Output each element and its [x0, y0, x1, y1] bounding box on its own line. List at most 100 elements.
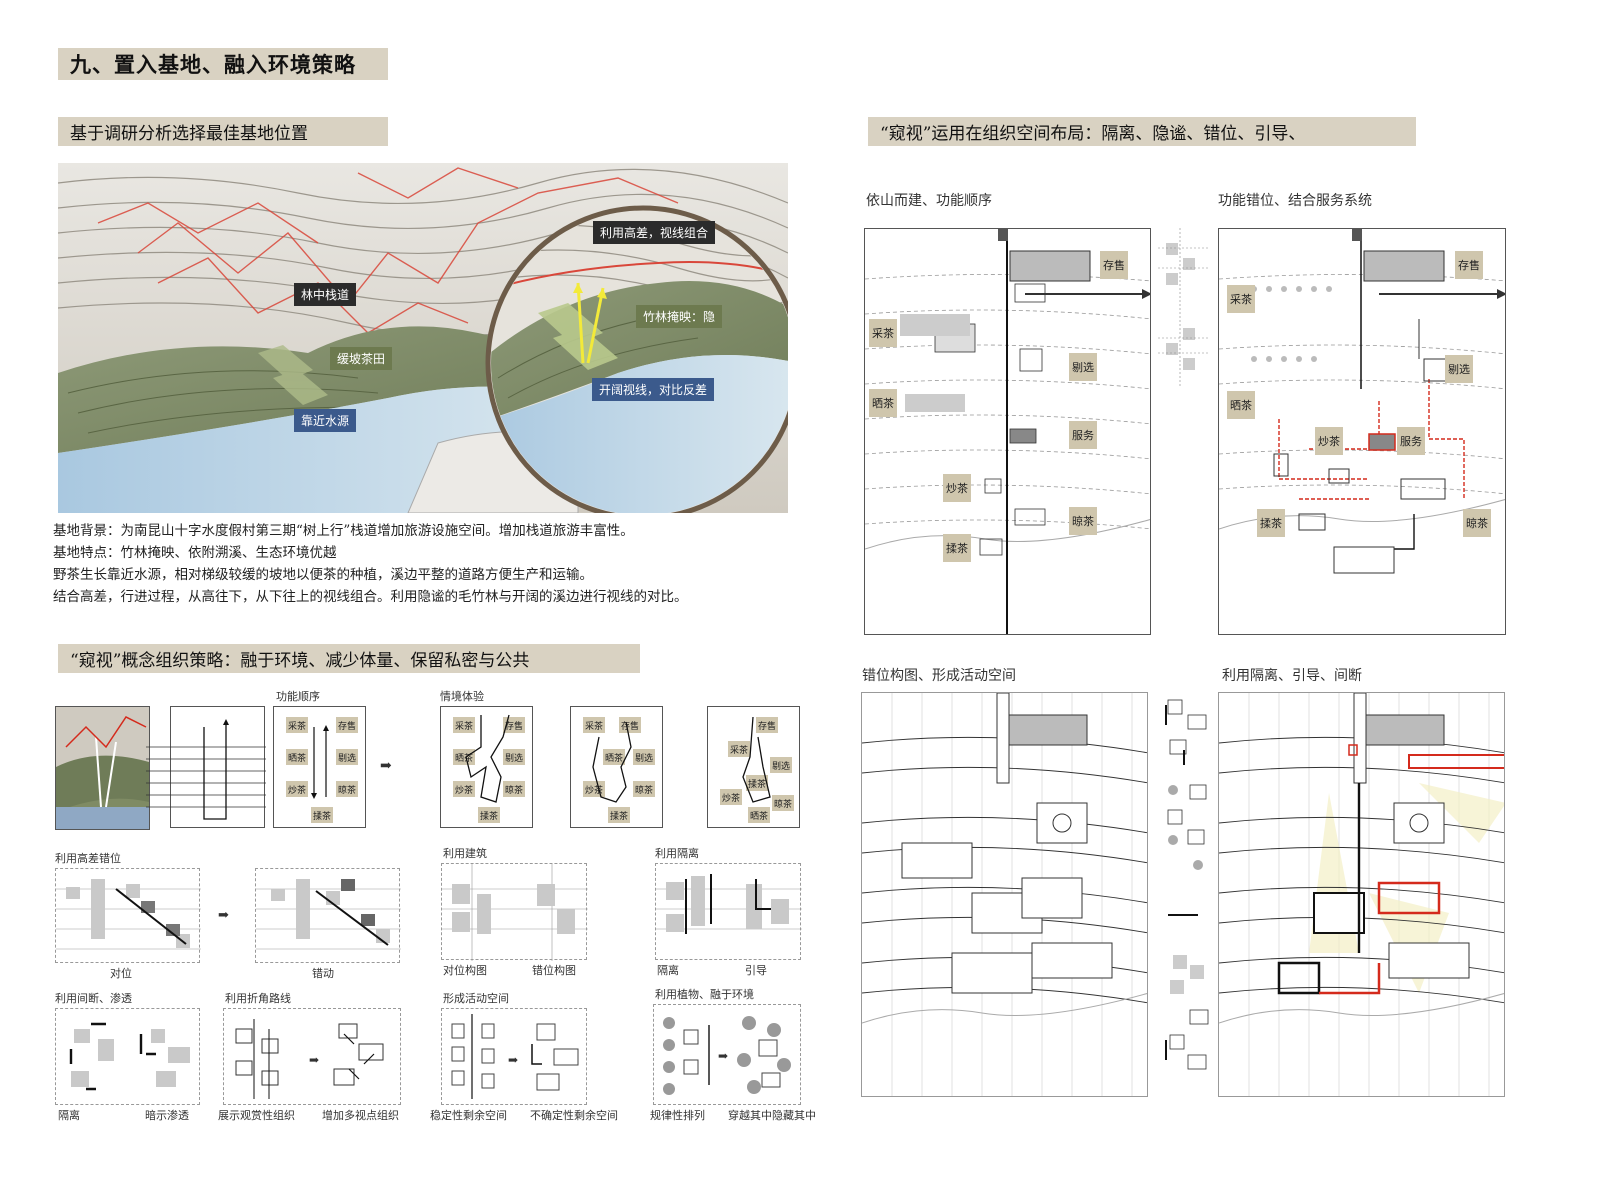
callout-forest-path: 林中栈道	[294, 283, 357, 306]
callout-height-view: 利用高差，视线组合	[593, 221, 716, 244]
fold-label-b: 增加多视点组织	[322, 1109, 399, 1122]
strategy-building-label: 利用建筑	[443, 847, 487, 860]
func-tag: 晒茶	[286, 749, 308, 765]
plan3-diagram	[861, 692, 1148, 1097]
func-tag: 揉茶	[608, 807, 630, 823]
plan1-title: 依山而建、功能顺序	[866, 193, 992, 209]
func-order-label: 功能顺序	[276, 690, 320, 703]
plan2-tag: 采茶	[1227, 285, 1255, 313]
func-tag: 采茶	[583, 717, 605, 733]
concept-lines-box	[146, 706, 266, 828]
building-label-b: 错位构图	[532, 964, 576, 977]
scene-box-3: 存售 采茶 剔选 揉茶 炒茶 晾茶 晒茶	[707, 706, 800, 828]
view-combination-text: 结合高差，行进过程，从高往下，从下往上的视线组合。利用隐谧的毛竹林与开阔的溪边进…	[53, 589, 688, 605]
isolate-label-b: 引导	[745, 964, 767, 977]
func-tag: 采茶	[286, 717, 308, 733]
scene-label: 情境体验	[440, 690, 484, 703]
func-tag: 存售	[619, 717, 641, 733]
height-label-a: 对位	[110, 967, 132, 980]
site-background-text: 基地背景：为南昆山十字水度假村第三期“树上行”栈道增加旅游设施空间。增加栈道旅游…	[53, 523, 634, 539]
func-tag: 揉茶	[478, 807, 500, 823]
func-tag: 晒茶	[748, 807, 770, 823]
func-tag: 剔选	[336, 749, 358, 765]
scene-box-2: 采茶 存售 晒茶 剔选 炒茶 晾茶 揉茶	[570, 706, 663, 828]
plan1-tag: 服务	[1069, 421, 1097, 449]
height-label-b: 错动	[312, 967, 334, 980]
isolate-label-a: 隔离	[657, 964, 679, 977]
func-tag: 晒茶	[603, 749, 625, 765]
func-tag: 晾茶	[633, 781, 655, 797]
gap-label-a: 隔离	[58, 1109, 80, 1122]
arrow-right-icon: ➡	[380, 758, 392, 774]
func-tag: 剔选	[770, 757, 792, 773]
plan4-diagram	[1218, 692, 1505, 1097]
plan2-tag: 揉茶	[1257, 509, 1285, 537]
gap-diagram	[55, 1008, 200, 1105]
activity-label-b: 不确定性剩余空间	[530, 1109, 618, 1122]
strategy-plant-label: 利用植物、融于环境	[655, 988, 754, 1001]
plan3-title: 错位构图、形成活动空间	[862, 668, 1016, 684]
plant-label-b: 穿越其中隐藏其中	[728, 1109, 816, 1122]
func-tag: 存售	[503, 717, 525, 733]
tea-growth-text: 野茶生长靠近水源，相对梯级较缓的坡地以便茶的种植，溪边平整的道路方便生产和运输。	[53, 567, 593, 583]
right-section-title: “窥视”运用在组织空间布局：隔离、隐谧、错位、引导、	[868, 117, 1416, 146]
section1-title: 基于调研分析选择最佳基地位置	[58, 117, 388, 146]
plant-label-a: 规律性排列	[650, 1109, 705, 1122]
plan2-title: 功能错位、结合服务系统	[1218, 193, 1372, 209]
plan1-tag: 晾茶	[1069, 507, 1097, 535]
func-tag: 炒茶	[720, 789, 742, 805]
plan1-tag: 晒茶	[869, 389, 897, 417]
plan2-diagram: 存售 采茶 剔选 晒茶 炒茶 服务 揉茶 晾茶	[1218, 228, 1506, 635]
func-tag: 晾茶	[503, 781, 525, 797]
callout-slope-tea: 缓坡茶田	[330, 347, 393, 370]
isolate-diagram	[655, 863, 802, 960]
building-label-a: 对位构图	[443, 964, 487, 977]
section2-title: “窥视”概念组织策略：融于环境、减少体量、保留私密与公共	[58, 644, 640, 673]
func-tag: 炒茶	[286, 781, 308, 797]
site-model-photo: 利用高差，视线组合 林中栈道 竹林掩映：隐 缓坡茶田 开阔视线，对比反差 靠近水…	[58, 163, 788, 513]
func-tag: 晒茶	[453, 749, 475, 765]
plan1-tag: 剔选	[1069, 353, 1097, 381]
plan2-tag: 存售	[1455, 251, 1483, 279]
plan1-tag: 存售	[1100, 251, 1128, 279]
strategy-isolate-label: 利用隔离	[655, 847, 699, 860]
func-tag: 存售	[756, 717, 778, 733]
func-tag: 剔选	[633, 749, 655, 765]
func-order-box: 采茶 存售 晒茶 剔选 炒茶 晾茶 揉茶	[273, 706, 366, 828]
func-tag: 存售	[336, 717, 358, 733]
plan-mid-diagram-1	[1158, 228, 1210, 388]
callout-open-view: 开阔视线，对比反差	[592, 378, 715, 401]
activity-label-a: 稳定性剩余空间	[430, 1109, 507, 1122]
activity-diagram: ➡	[441, 1008, 587, 1105]
fold-label-a: 展示观赏性组织	[218, 1109, 295, 1122]
func-tag: 剔选	[503, 749, 525, 765]
page-title: 九、置入基地、融入环境策略	[58, 48, 388, 80]
height-diagram-a	[55, 868, 201, 963]
func-tag: 揉茶	[311, 807, 333, 823]
plan-mid-diagram-2	[1158, 690, 1214, 1100]
arrow-right-icon: ➡	[218, 908, 229, 923]
gap-label-b: 暗示渗透	[145, 1109, 189, 1122]
scene-box-1: 采茶 存售 晒茶 剔选 炒茶 晾茶 揉茶	[440, 706, 533, 828]
callout-water: 靠近水源	[294, 409, 357, 432]
plan2-tag: 剔选	[1445, 355, 1473, 383]
plan4-title: 利用隔离、引导、间断	[1222, 668, 1362, 684]
func-tag: 揉茶	[746, 775, 768, 791]
func-tag: 晾茶	[336, 781, 358, 797]
strategy-gap-label: 利用间断、渗透	[55, 992, 132, 1005]
plan1-tag: 炒茶	[943, 474, 971, 502]
site-features-text: 基地特点：竹林掩映、依附溯溪、生态环境优越	[53, 545, 337, 561]
plan2-tag: 炒茶	[1315, 427, 1343, 455]
plan1-diagram: 存售 采茶 剔选 晒茶 服务 炒茶 晾茶 揉茶	[864, 228, 1151, 635]
svg-text:➡: ➡	[718, 1049, 728, 1063]
plan2-tag: 晒茶	[1227, 391, 1255, 419]
plant-diagram: ➡	[653, 1004, 801, 1105]
building-diagram	[441, 863, 588, 961]
func-tag: 炒茶	[453, 781, 475, 797]
site-model-drawing	[58, 163, 788, 513]
svg-text:➡: ➡	[309, 1053, 319, 1067]
fold-diagram: ➡	[223, 1008, 401, 1105]
concept-site-thumb	[55, 706, 150, 830]
func-tag: 晾茶	[772, 795, 794, 811]
strategy-height-label: 利用高差错位	[55, 852, 121, 865]
